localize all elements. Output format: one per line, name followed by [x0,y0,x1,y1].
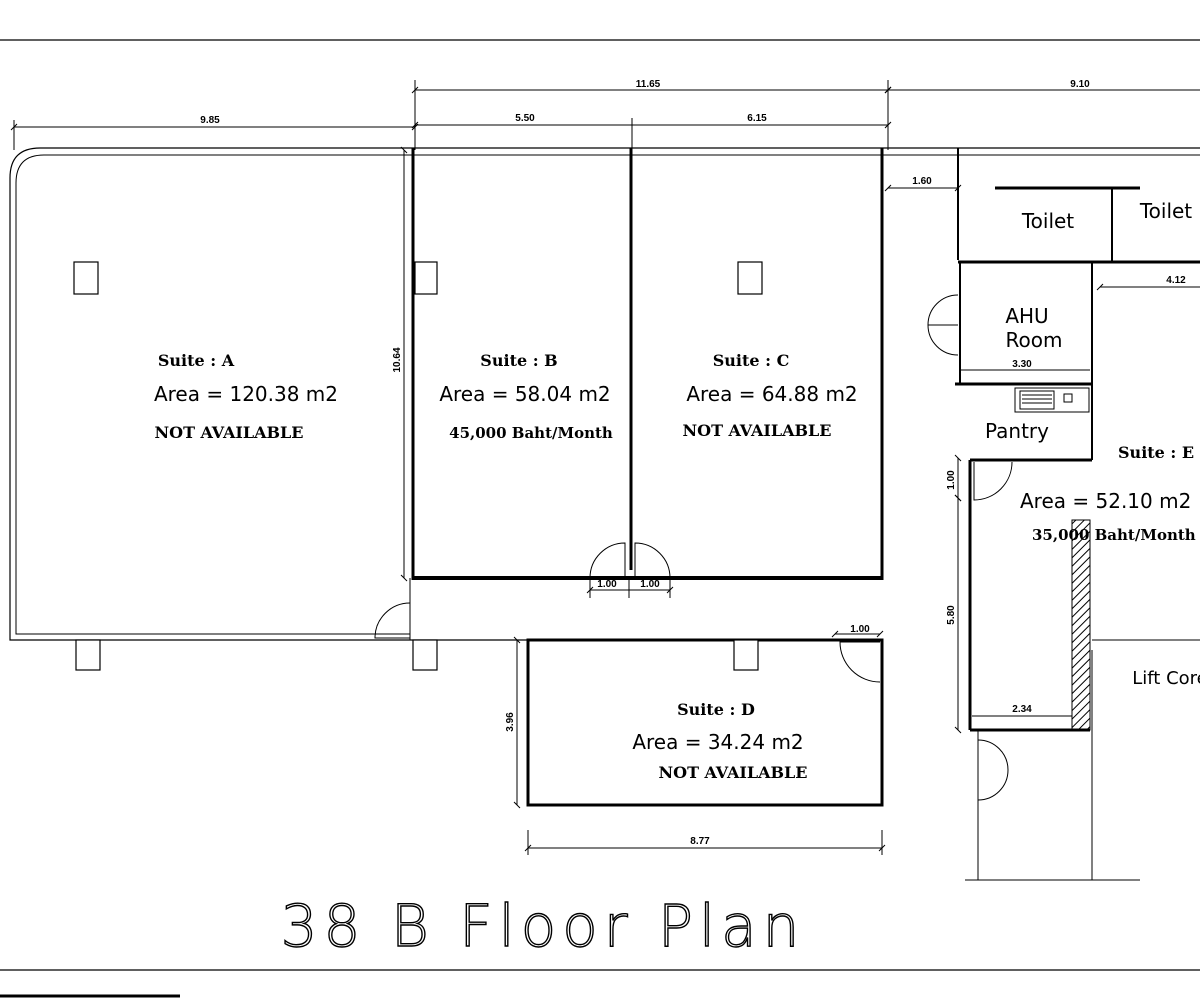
suite-b-name: Suite : B [480,351,557,370]
dim-toilet-gap: 1.60 [912,176,932,187]
plan-title: 38 B Floor Plan [281,892,806,960]
room-label-toilet-2: Toilet [1139,199,1192,223]
suite-a-area: Area = 120.38 m2 [154,382,338,406]
dim-bc-total: 11.65 [636,79,661,90]
room-label-pantry: Pantry [985,419,1049,443]
dim-door-right: 1.00 [640,579,660,590]
doors [374,294,1013,801]
pantry-sink [1014,387,1090,413]
dim-suite-d-door: 1.00 [850,624,870,635]
suite-d-area: Area = 34.24 m2 [632,730,803,754]
suite-c-name: Suite : C [713,351,790,370]
dim-suite-d-depth: 3.96 [505,712,516,732]
suite-e-name: Suite : E [1118,443,1194,462]
dim-lift-width: 2.34 [1012,704,1032,715]
room-label-lift-core: Lift Core [1132,668,1200,689]
suite-c-status: NOT AVAILABLE [683,421,832,440]
suite-b: Suite : B Area = 58.04 m2 45,000 Baht/Mo… [439,351,613,442]
dim-right-total: 9.10 [1070,79,1090,90]
dim-ahu-width: 3.30 [1012,359,1032,370]
room-label-ahu-room: Room [1006,328,1063,352]
suite-b-status: 45,000 Baht/Month [449,424,613,442]
suite-a-status: NOT AVAILABLE [155,423,304,442]
dim-suite-a-width: 9.85 [200,115,220,126]
dim-corridor-length: 5.80 [946,605,957,625]
dim-depth: 10.64 [392,347,403,372]
dim-suite-d-width: 8.77 [690,836,710,847]
dim-right-small: 4.12 [1166,275,1186,286]
room-label-toilet: Toilet [1021,209,1074,233]
lift-core-wall [1071,519,1091,731]
suite-d: Suite : D Area = 34.24 m2 NOT AVAILABLE [632,700,807,782]
dim-pantry-door: 1.00 [946,470,957,490]
suite-b-area: Area = 58.04 m2 [439,382,610,406]
walls [9,147,1200,881]
suite-d-status: NOT AVAILABLE [659,763,808,782]
suite-e-status: 35,000 Baht/Month [1032,526,1196,544]
suite-e-area: Area = 52.10 m2 [1020,489,1191,513]
suite-e: Suite : E Area = 52.10 m2 35,000 Baht/Mo… [1020,443,1196,544]
suite-a: Suite : A Area = 120.38 m2 NOT AVAILABLE [154,351,338,442]
suite-c-area: Area = 64.88 m2 [686,382,857,406]
columns [73,261,763,671]
dim-suite-c-width: 6.15 [747,113,767,124]
room-label-ahu: AHU [1005,304,1048,328]
dimension-lines [10,80,1200,855]
dim-suite-b-width: 5.50 [515,113,535,124]
suite-c: Suite : C Area = 64.88 m2 NOT AVAILABLE [683,351,858,440]
dim-door-left: 1.00 [597,579,617,590]
suite-a-name: Suite : A [158,351,235,370]
suite-d-name: Suite : D [677,700,755,719]
